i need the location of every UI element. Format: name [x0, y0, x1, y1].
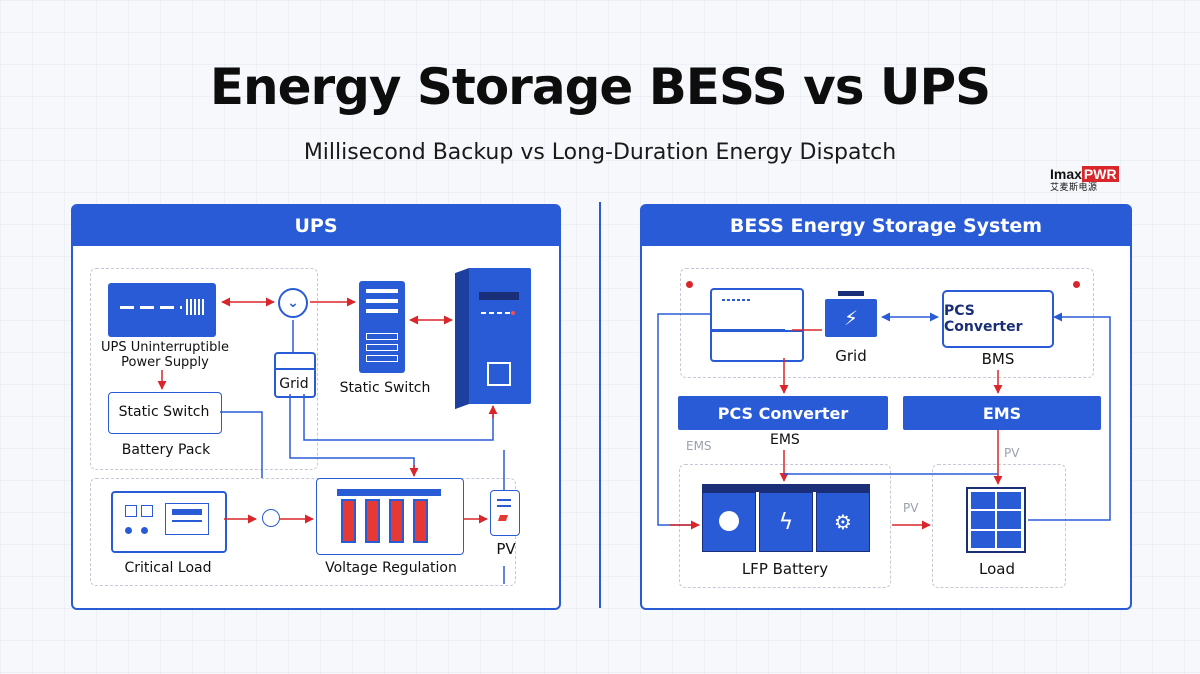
voltage-regulation-bank [316, 478, 464, 555]
pv-device [490, 490, 520, 536]
pcs-converter-bar: PCS Converter [678, 396, 888, 430]
static-switch-rack-label: Static Switch [339, 380, 431, 396]
page-title: Energy Storage BESS vs UPS [209, 58, 991, 116]
logo-text-left: Imax [1050, 166, 1082, 182]
battery-pack-label: Battery Pack [121, 442, 211, 458]
plug-icon [262, 509, 280, 527]
bess-load-group [932, 464, 1066, 588]
ems-bar: EMS [903, 396, 1101, 430]
grid-meter-icon: ⌄ [278, 288, 308, 318]
panel-divider [599, 202, 601, 608]
static-switch-rack [359, 281, 405, 373]
grid-battery-terminal [838, 291, 864, 296]
grid-box [274, 352, 316, 398]
static-switch-box-label: Static Switch [118, 404, 210, 420]
critical-load-device [111, 491, 227, 553]
critical-load-label: Critical Load [124, 560, 212, 576]
server-tower [455, 268, 531, 410]
ups-grid-label: Grid [279, 376, 309, 392]
load-label: Load [979, 560, 1015, 578]
ups-pv-label: PV [496, 540, 516, 558]
voltage-regulation-label: Voltage Regulation [325, 560, 457, 576]
solar-panel-icon [966, 487, 1026, 553]
ups-device-vents [186, 299, 204, 315]
bess-cabinet [710, 288, 804, 362]
bess-panel-header: BESS Energy Storage System [642, 206, 1130, 246]
ups-device [108, 283, 216, 337]
bess-battery-group [679, 464, 891, 588]
ups-device-label: UPS Uninterruptible Power Supply [101, 340, 229, 370]
ups-top-group [90, 268, 318, 470]
lfp-battery-label: LFP Battery [741, 560, 829, 578]
logo-text-cn: 艾麦斯电源 [1050, 183, 1098, 193]
ups-panel-header: UPS [73, 206, 559, 246]
bms-label: BMS [981, 350, 1015, 368]
grid-battery-icon: ⚡ [825, 299, 877, 337]
logo-text-right: PWR [1081, 166, 1119, 182]
corner-dot-right [1073, 281, 1080, 288]
corner-dot-left [686, 281, 693, 288]
ems-small-label: EMS [770, 432, 800, 448]
pv-gray-top-label: PV [1004, 446, 1020, 460]
lfp-battery-rack: ϟ ⚙ [702, 484, 870, 552]
static-switch-box [108, 392, 222, 434]
bess-grid-label: Grid [835, 347, 867, 365]
pcs-converter-box: PCS Converter [942, 290, 1054, 348]
page-subtitle: Millisecond Backup vs Long-Duration Ener… [303, 140, 897, 165]
ups-device-indicator [120, 306, 182, 309]
pv-gray-mid-label: PV [903, 501, 919, 515]
ems-gray-label: EMS [686, 439, 712, 453]
grid-box-line [276, 368, 314, 370]
